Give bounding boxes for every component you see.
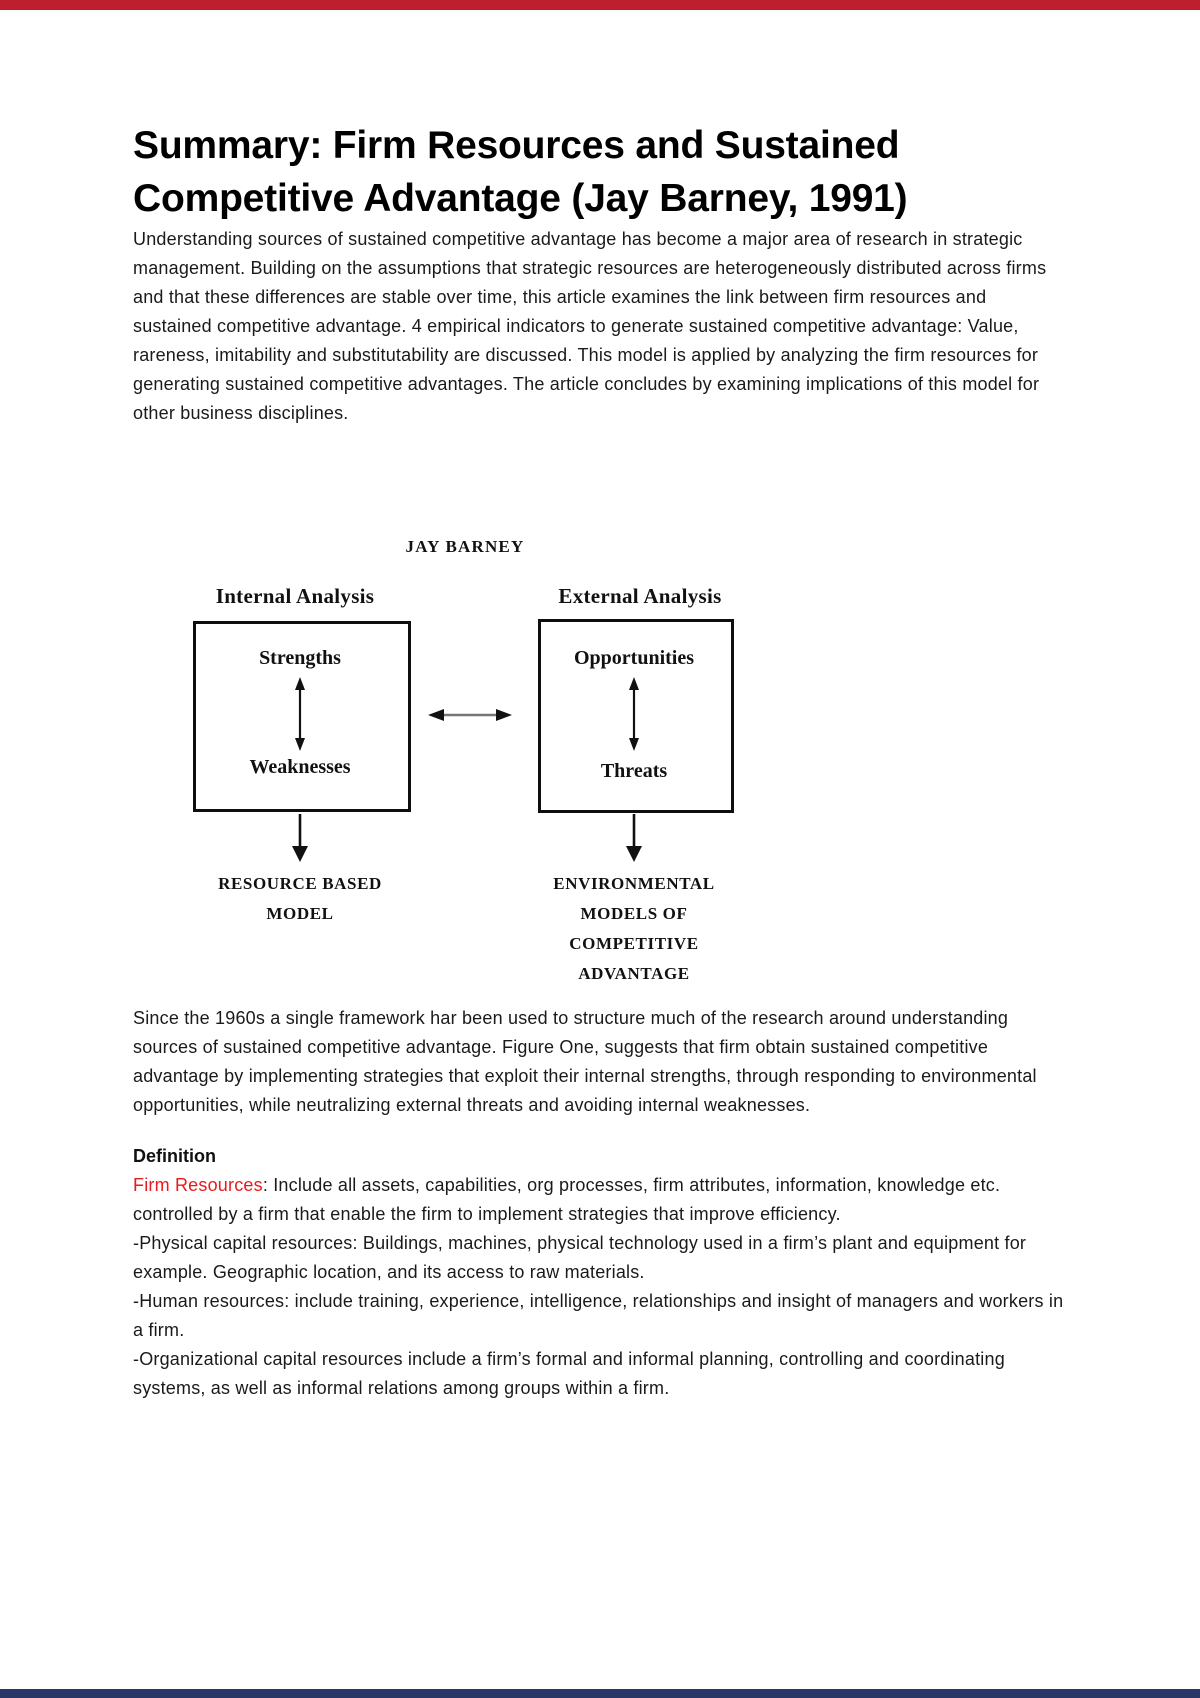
organizational-resources-paragraph: -Organizational capital resources includ… <box>133 1349 1005 1398</box>
document-page: Summary: Firm Resources and Sustained Co… <box>133 119 1068 1403</box>
strengths-label: Strengths <box>259 647 341 669</box>
internal-analysis-heading: Internal Analysis <box>215 584 375 608</box>
internal-analysis-box <box>193 621 411 812</box>
external-analysis-box <box>538 619 734 813</box>
threats-label: Threats <box>600 760 668 782</box>
external-analysis-heading: External Analysis <box>558 584 722 608</box>
firm-resources-term: Firm Resources <box>133 1175 263 1195</box>
page-title: Summary: Firm Resources and Sustained Co… <box>133 124 908 220</box>
bottom-accent-bar <box>0 1689 1200 1698</box>
resource-based-model-label: RESOURCE BASED MODEL <box>218 874 382 923</box>
intro-paragraph: Understanding sources of sustained compe… <box>133 229 1047 423</box>
physical-resources-paragraph: -Physical capital resources: Buildings, … <box>133 1233 1027 1282</box>
human-resources-paragraph: -Human resources: include training, expe… <box>133 1291 1064 1340</box>
framework-paragraph: Since the 1960s a single framework har b… <box>133 1008 1037 1115</box>
definition-heading: Definition <box>133 1146 216 1166</box>
horizontal-double-arrow-icon <box>428 706 512 724</box>
firm-resources-definition: : Include all assets, capabilities, org … <box>133 1175 1001 1224</box>
vertical-double-arrow-icon-internal <box>291 677 309 751</box>
down-arrow-icon-internal <box>287 814 313 862</box>
down-arrow-icon-external <box>621 814 647 862</box>
weaknesses-label: Weaknesses <box>249 756 351 778</box>
figure-author-caption: JAY BARNEY <box>405 537 525 556</box>
opportunities-label: Opportunities <box>573 647 695 669</box>
vertical-double-arrow-icon-external <box>625 677 643 751</box>
top-accent-bar <box>0 0 1200 10</box>
firm-resources-paragraph: Firm Resources: Include all assets, capa… <box>133 1171 1068 1229</box>
environmental-models-label: ENVIRONMENTAL MODELS OF COMPETITIVE ADVA… <box>553 874 715 983</box>
figure-one-diagram: JAY BARNEY Internal Analysis External An… <box>133 534 1068 1004</box>
